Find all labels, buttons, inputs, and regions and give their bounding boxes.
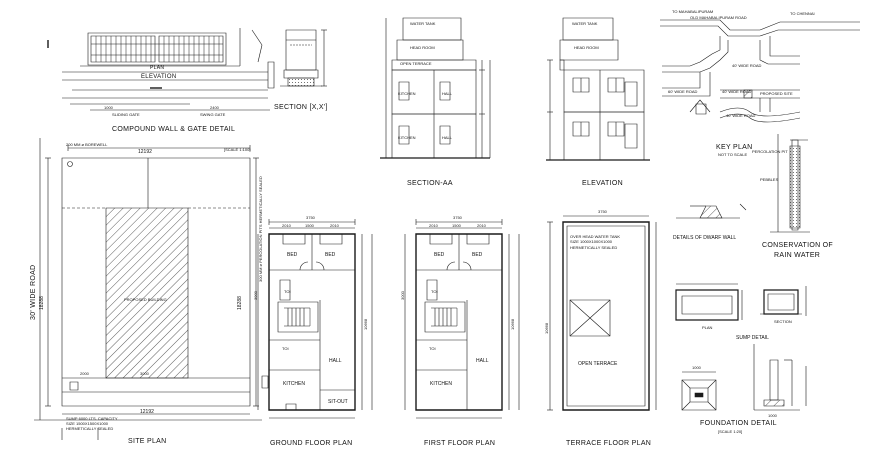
sump-section-label: SECTION <box>774 319 792 324</box>
first-floor-plan-drawing <box>405 219 519 418</box>
terrace-top-dim: 3750 <box>598 209 607 214</box>
site-top-dim: 12192 <box>138 149 152 155</box>
sump-plan-label: PLAN <box>702 325 713 330</box>
section-head-room: HEAD ROOM <box>410 45 435 50</box>
section-kitchen-2: KITCHEN <box>398 135 416 140</box>
elevation-label: ELEVATION <box>141 74 177 80</box>
road-label-7: 40' WIDE ROAD <box>726 113 756 118</box>
road-label-3: OLD MAHABALIPURAM ROAD <box>690 15 747 20</box>
gf-toi-2: TOI <box>282 346 289 351</box>
dim-left: 1000 <box>104 105 113 110</box>
ff-side-dim-2: 3000 <box>400 291 405 300</box>
gf-side-dim-2: 3000 <box>253 291 258 300</box>
percolation-note: 300 MM ø PERCOLATION PITS HERMETICALLY S… <box>258 176 263 282</box>
plan-label: PLAN <box>150 65 165 71</box>
road-label-5: 60' WIDE ROAD <box>668 89 698 94</box>
site-plan-drawing <box>34 138 262 440</box>
ground-floor-title: GROUND FLOOR PLAN <box>270 440 353 447</box>
gf-bed-2: BED <box>325 252 336 258</box>
percolation-pit-label: PERCOLATION PIT <box>752 149 788 154</box>
gf-side-dim-1: 10668 <box>363 318 368 330</box>
section-water-tank: WATER TANK <box>410 21 436 26</box>
ff-toi-1: TOI <box>431 289 438 294</box>
site-dim-1: 2000 <box>80 371 89 376</box>
gf-sub-dim-1: 2010 <box>282 223 291 228</box>
sump-detail-title: SUMP DETAIL <box>736 335 769 341</box>
section-kitchen-1: KITCHEN <box>398 91 416 96</box>
open-terrace-label: OPEN TERRACE <box>578 361 618 367</box>
road-label-4: 40' WIDE ROAD <box>732 63 762 68</box>
section-hall-1: HALL <box>442 91 453 96</box>
foundation-scale: [SCALE 1:20] <box>718 429 743 434</box>
swing-gate-label: SWING GATE <box>200 112 226 117</box>
gf-sitout: SIT-OUT <box>328 399 348 405</box>
terrace-side-dim: 10668 <box>544 322 549 334</box>
dwarf-wall-drawing <box>676 204 746 219</box>
road-label-6: 40' WIDE ROAD <box>722 89 752 94</box>
foundation-title: FOUNDATION DETAIL <box>700 420 777 427</box>
elevation-head-room: HEAD ROOM <box>574 45 599 50</box>
pebbles-label: PEBBLES <box>760 177 779 182</box>
gf-bed-1: BED <box>287 252 298 258</box>
dim-right: 2400 <box>210 105 219 110</box>
foundation-detail-drawing <box>682 344 806 410</box>
gf-hall: HALL <box>329 358 342 364</box>
ff-toi-2: TOI <box>429 346 436 351</box>
key-plan-drawing <box>660 20 860 122</box>
ff-sub-dim-2: 1500 <box>452 223 461 228</box>
section-aa-title: SECTION-AA <box>407 180 453 187</box>
site-left-dim: 18288 <box>39 296 45 310</box>
ff-top-dim: 3750 <box>453 215 462 220</box>
road-label-1: TO MAHABALIPURAM <box>672 9 714 14</box>
ground-floor-plan-drawing <box>258 219 372 418</box>
ff-bed-2: BED <box>472 252 483 258</box>
ff-sub-dim-1: 2010 <box>429 223 438 228</box>
road-label-2: TO CHENNAI <box>790 11 815 16</box>
rain-water-drawing <box>770 134 810 232</box>
gf-sub-dim-2: 1500 <box>305 223 314 228</box>
section-open-terrace: OPEN TERRACE <box>400 61 432 66</box>
dwarf-wall-title: DETAILS OF DWARF WALL <box>673 235 737 241</box>
gf-kitchen: KITCHEN <box>283 381 305 387</box>
section-aa-drawing <box>380 18 490 158</box>
sump-detail-drawing <box>676 284 806 320</box>
first-floor-title: FIRST FLOOR PLAN <box>424 440 496 447</box>
compound-wall-detail <box>48 28 327 110</box>
foundation-dim-2: 1000 <box>768 413 777 418</box>
gf-top-dim: 3750 <box>306 215 315 220</box>
ff-side-dim-1: 10668 <box>510 318 515 330</box>
rain-water-title-2: RAIN WATER <box>774 252 821 259</box>
compound-wall-title: COMPOUND WALL & GATE DETAIL <box>112 126 236 133</box>
key-plan-title: KEY PLAN <box>716 144 753 151</box>
borewell-label: 200 MM ø BOREWELL <box>66 142 108 147</box>
site-bottom-dim: 12192 <box>140 409 154 415</box>
gf-toi-1: TOI <box>284 289 291 294</box>
site-dim-2: 3000 <box>140 371 149 376</box>
key-plan-subtitle: NOT TO SCALE <box>718 152 748 157</box>
ff-hall: HALL <box>476 358 489 364</box>
elevation-title: ELEVATION <box>582 180 623 187</box>
terrace-note: OVER HEAD WATER TANK SIZE 1000X1000X1000… <box>570 234 621 250</box>
rain-water-title-1: CONSERVATION OF <box>762 242 834 249</box>
sump-tank-note: SUMP 6000 LTS. CAPACITY SIZE 1500X1500X1… <box>66 416 118 432</box>
elevation-water-tank: WATER TANK <box>572 21 598 26</box>
site-right-dim: 18288 <box>237 296 243 310</box>
foundation-dim-1: 1000 <box>692 365 701 370</box>
terrace-floor-title: TERRACE FLOOR PLAN <box>566 440 652 447</box>
road-label: 30' WIDE ROAD <box>30 264 37 320</box>
ff-kitchen: KITCHEN <box>430 381 452 387</box>
terrace-floor-plan-drawing <box>547 216 656 410</box>
ff-bed-1: BED <box>434 252 445 258</box>
section-hall-2: HALL <box>442 135 453 140</box>
sliding-gate-label: SLIDING GATE <box>112 112 140 117</box>
ff-sub-dim-3: 2010 <box>477 223 486 228</box>
gf-sub-dim-3: 2010 <box>330 223 339 228</box>
site-scale: [SCALE 1:100] <box>224 147 251 152</box>
site-plan-title: SITE PLAN <box>128 438 167 445</box>
proposed-building-label: PROPOSED BUILDING <box>124 297 167 302</box>
section-xx-title: SECTION [X,X'] <box>274 104 328 111</box>
elevation-drawing <box>546 18 650 160</box>
proposed-site-label: PROPOSED SITE <box>760 91 793 96</box>
